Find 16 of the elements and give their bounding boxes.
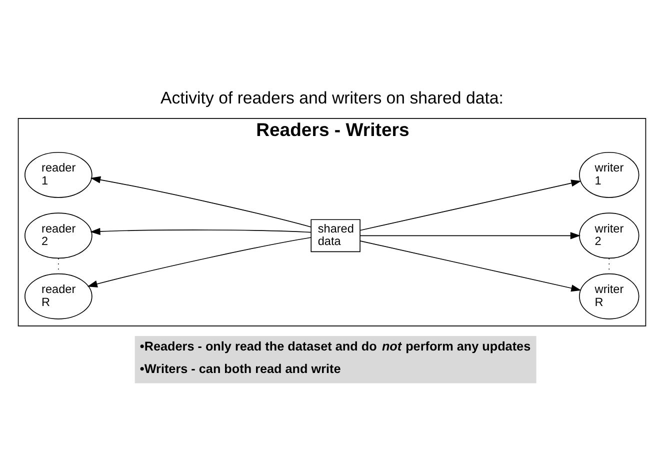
arrow — [87, 236, 312, 287]
arrow — [90, 176, 312, 227]
node-box: shared data — [310, 218, 360, 252]
arrow — [360, 232, 581, 239]
node-ellipse: writer 1 — [579, 151, 640, 198]
node-ellipse: writer 2 — [579, 212, 640, 258]
arrow — [90, 227, 312, 235]
node-ellipse: writer R — [579, 272, 640, 319]
label: •Writers - can both read and write — [140, 362, 341, 376]
arrow — [360, 179, 582, 230]
label: •Readers - only read the dataset and do not perform any updates — [140, 338, 531, 353]
node-ellipse: reader 2 — [24, 212, 92, 258]
arrow — [360, 240, 582, 292]
node-ellipse: reader R — [24, 272, 92, 319]
diagram-title: Activity of readers and writers on shared data: — [160, 88, 504, 107]
node-ellipse: reader 1 — [24, 151, 92, 198]
